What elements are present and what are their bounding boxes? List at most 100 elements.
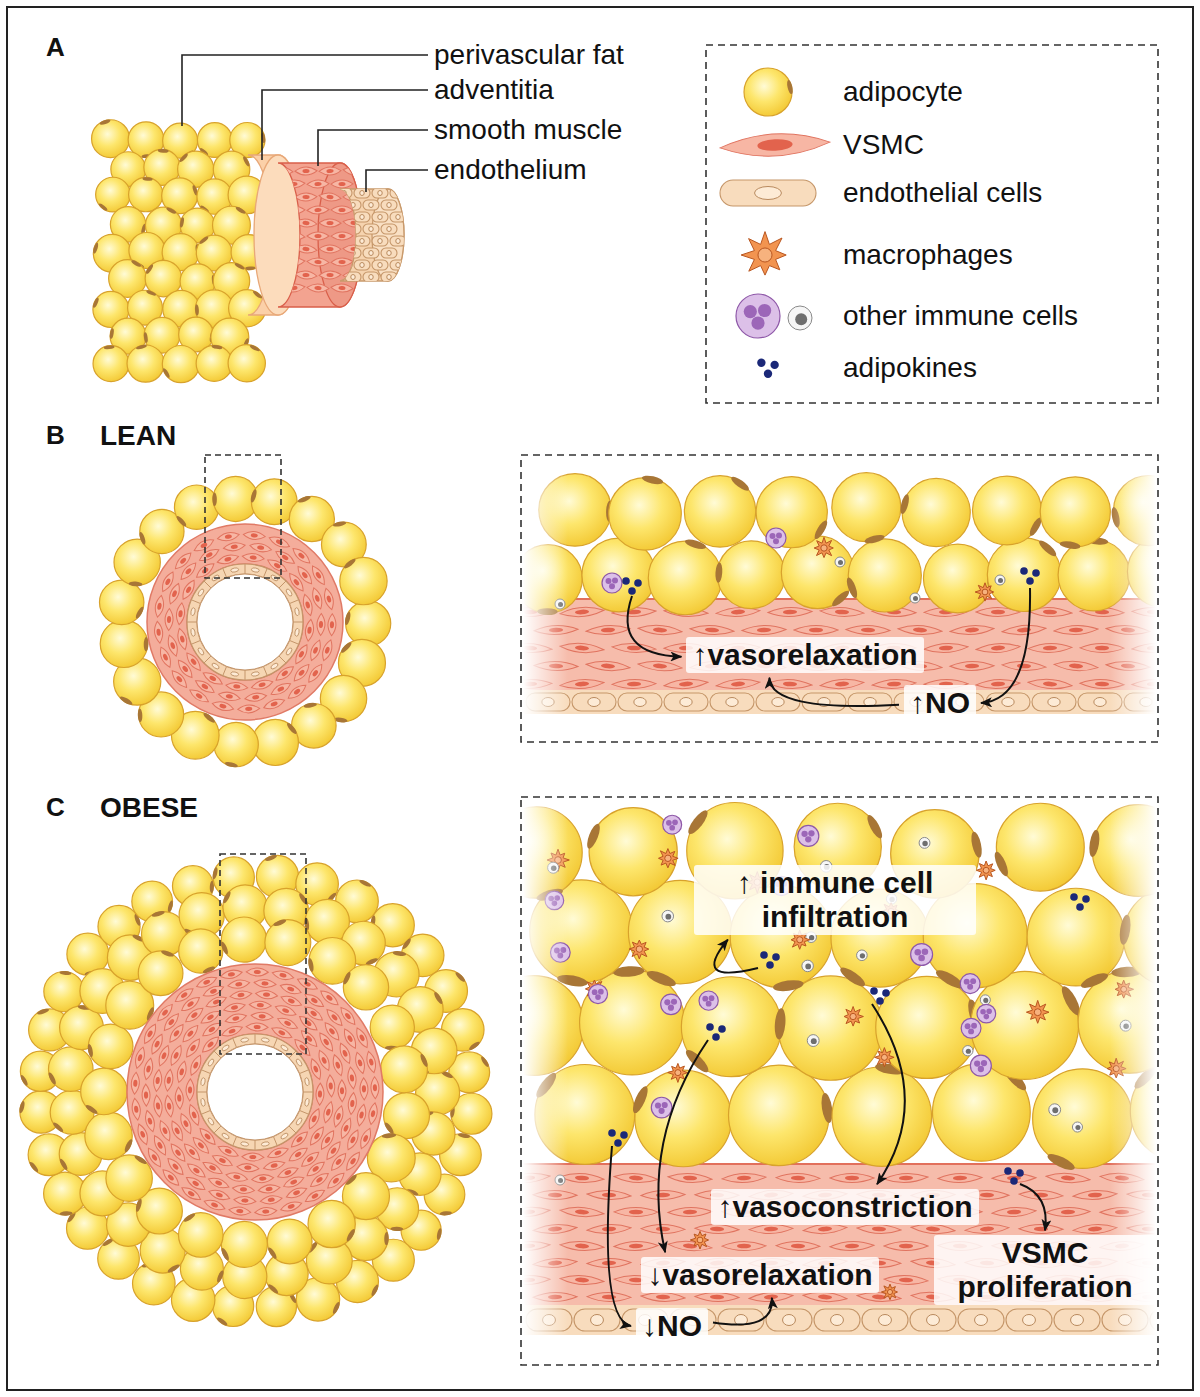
vsmc	[271, 244, 293, 253]
vsmc-body	[283, 257, 306, 267]
adipocyte	[267, 1219, 312, 1264]
vsmc	[260, 1194, 283, 1205]
vsmc-nucleus	[330, 621, 334, 628]
vsmc-body	[320, 639, 335, 662]
vsmc-body	[279, 1199, 302, 1213]
vsmc-body	[271, 969, 294, 982]
vsmc-nucleus	[705, 627, 719, 632]
vsmc-nucleus	[342, 1049, 349, 1057]
edge-fade	[523, 457, 568, 740]
vsmc-body	[365, 1050, 378, 1073]
adipocyte	[162, 345, 200, 382]
vsmc-nucleus	[338, 286, 345, 291]
vsmc-nucleus	[737, 1175, 751, 1180]
vsmc-body	[345, 1128, 362, 1151]
vsmc-nucleus	[325, 994, 333, 1002]
adipocyte-nucleus	[36, 1007, 49, 1015]
legend-icons	[719, 68, 830, 378]
adipocyte-nucleus	[179, 153, 189, 163]
vsmc-body	[992, 1206, 1036, 1217]
endothelial-nucleus	[351, 251, 355, 256]
vsmc	[195, 974, 218, 990]
endothelial-cell	[958, 1309, 1004, 1331]
obese-detail	[523, 799, 1156, 1363]
endothelial-nucleus	[396, 263, 400, 268]
vsmc-body	[263, 1159, 286, 1172]
vsmc-body	[295, 244, 318, 255]
adipocyte	[774, 976, 883, 1080]
vsmc	[614, 1172, 659, 1184]
vsmc	[283, 231, 306, 241]
endothelium-band	[523, 690, 1156, 714]
vsmc-body	[307, 180, 329, 189]
adipokines	[1020, 567, 1040, 585]
endothelial-body	[766, 1309, 812, 1331]
vsmc-nucleus	[179, 1068, 185, 1076]
adipocyte-body	[343, 965, 388, 1010]
vsmc	[371, 1077, 380, 1099]
vsmc-body	[295, 193, 317, 202]
adipocyte-body	[179, 929, 223, 973]
vsmc-nucleus	[249, 555, 257, 560]
vsmc-nucleus	[225, 694, 233, 700]
vsmc-body	[638, 624, 683, 636]
vsmc-body	[220, 968, 243, 980]
vsmc-nucleus	[211, 1202, 219, 1208]
adipokine-dot	[764, 370, 772, 378]
vsmc-body	[159, 570, 176, 593]
vsmc-body	[251, 1174, 274, 1184]
vsmc	[286, 682, 308, 702]
vsmc-body	[321, 1101, 335, 1124]
vsmc-body	[254, 978, 277, 988]
vsmc-nucleus	[218, 1157, 226, 1164]
vsmc-nucleus	[249, 1155, 256, 1159]
vsmc-nucleus	[259, 1176, 266, 1181]
vsmc-nucleus	[1043, 645, 1057, 650]
vsmc-nucleus	[980, 1193, 994, 1198]
vsmc-nucleus	[298, 669, 306, 677]
vsmc-nucleus	[835, 609, 849, 614]
vsmc-nucleus	[899, 1277, 913, 1282]
vsmc	[225, 1171, 248, 1183]
adipocyte-nucleus	[272, 918, 286, 927]
endothelial-nucleus	[351, 203, 355, 208]
adipocyte-body	[221, 917, 266, 962]
endothelial-nucleus	[285, 588, 293, 597]
adipocyte	[87, 1024, 133, 1069]
adipocyte-nucleus	[92, 242, 99, 254]
vsmc-nucleus	[290, 208, 297, 212]
vsmc-nucleus	[359, 1111, 365, 1119]
vsmc	[131, 1072, 141, 1095]
adipocyte	[220, 917, 267, 962]
vsmc	[295, 218, 318, 228]
vsmc-body	[283, 231, 306, 241]
immune-body	[602, 573, 622, 593]
vsmc-nucleus	[601, 663, 615, 669]
adipocyte	[100, 620, 148, 667]
endothelial-nucleus	[270, 662, 279, 670]
endothelial-cell	[345, 200, 361, 210]
adipocyte-nucleus	[774, 1008, 787, 1040]
vsmc-body	[223, 541, 246, 552]
vsmc	[192, 537, 215, 554]
vsmc-nucleus	[293, 578, 301, 586]
vsmc	[321, 1101, 335, 1124]
endothelial-body	[390, 260, 406, 270]
vsmc	[271, 166, 294, 176]
vsmc-body	[242, 1153, 264, 1162]
adipocyte-nucleus	[864, 533, 886, 545]
vsmc-body	[328, 614, 337, 636]
vsmc	[295, 193, 317, 202]
endothelial-border	[187, 622, 197, 623]
endothelial-border	[303, 1092, 313, 1093]
vsmc	[1046, 1207, 1090, 1217]
vsmc-nucleus	[350, 1100, 355, 1107]
vsmc-nucleus	[245, 707, 252, 711]
adipocyte-nucleus	[20, 1074, 29, 1087]
vsmc	[180, 1184, 203, 1202]
vsmc	[830, 1241, 874, 1251]
adipocyte-body	[346, 601, 391, 646]
endothelium-band	[523, 1305, 1156, 1335]
endothelial-nucleus	[634, 698, 646, 707]
small-immune-cell	[835, 557, 845, 567]
